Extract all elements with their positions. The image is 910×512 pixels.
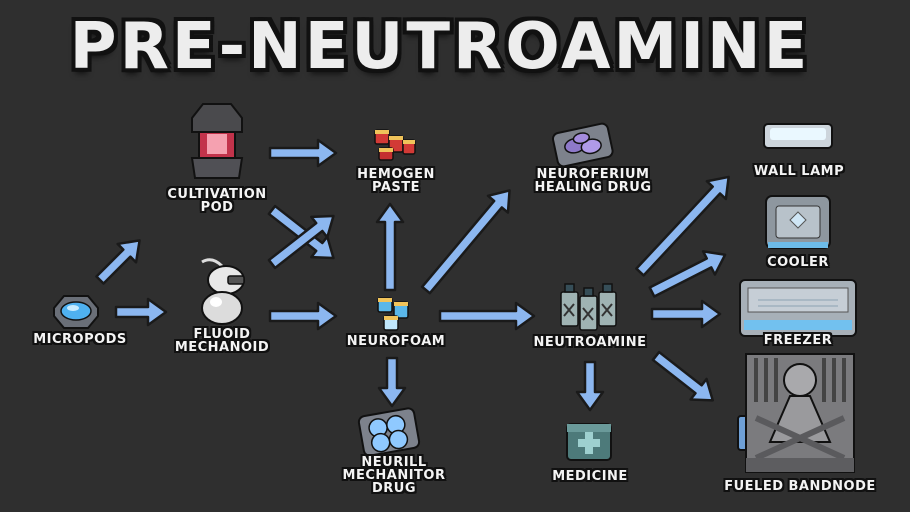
arrow-cultivation-pod-to-hemogen (268, 138, 338, 168)
neurofoam-icon (377, 297, 409, 331)
arrow-neutroamine-to-medicine (575, 360, 605, 412)
arrow-neurofoam-to-neuroferium (420, 189, 511, 295)
arrow-neutroamine-to-wall-lamp (635, 175, 730, 277)
arrow-neutroamine-to-cooler (648, 250, 727, 298)
arrow-micropods-to-fluoid-mechanoid (114, 297, 168, 327)
node-label-fluoid-mechanoid: FLUOID MECHANOID (174, 327, 270, 355)
node-label-hemogen-paste: HEMOGEN PASTE (357, 167, 435, 195)
arrow-neurofoam-to-neutroamine (438, 301, 536, 331)
diagram-title: PRE-NEUTROAMINE (69, 10, 811, 84)
node-label-cultivation-pod: CULTIVATION POD (167, 187, 267, 215)
arrow-cultivation-pod-to-neurofoam (267, 204, 335, 260)
node-label-freezer: FREEZER (763, 333, 833, 348)
node-label-fueled-bandnode: FUELED BANDNODE (724, 479, 876, 494)
node-label-neurofoam: NEUROFOAM (346, 334, 446, 349)
medicine-icon (566, 423, 612, 461)
node-label-neurill-drug: NEURILL MECHANITOR DRUG (342, 455, 446, 496)
freezer-icon (739, 279, 857, 337)
fluoid-mechanoid-icon (201, 258, 245, 325)
arrow-neurofoam-to-neurill (377, 356, 407, 408)
neuroferium-icon (551, 122, 614, 168)
neutroamine-icon (560, 283, 617, 331)
arrow-neurofoam-to-hemogen (375, 202, 405, 292)
cooler-icon (765, 195, 831, 249)
node-label-wall-lamp: WALL LAMP (753, 164, 845, 179)
arrow-neutroamine-to-freezer (650, 299, 722, 329)
fueled-bandnode-icon (737, 353, 855, 473)
node-label-cooler: COOLER (767, 255, 829, 270)
micropods-icon (53, 295, 99, 329)
node-label-medicine: MEDICINE (552, 469, 628, 484)
arrow-neutroamine-to-bandnode (651, 350, 714, 402)
node-label-micropods: MICROPODS (33, 332, 127, 347)
arrow-fluoid-to-neurofoam (268, 301, 338, 331)
cultivation-pod-icon (190, 103, 244, 179)
wall-lamp-icon (763, 123, 833, 149)
node-label-neuroferium: NEUROFERIUM HEALING DRUG (534, 167, 652, 195)
hemogen-paste-icon (374, 129, 416, 161)
arrow-fluoid-to-hemogen (267, 214, 335, 270)
arrow-micropods-to-cultivation-pod (95, 239, 141, 285)
node-label-neutroamine: NEUTROAMINE (533, 335, 647, 350)
neurill-drug-icon (357, 407, 421, 457)
